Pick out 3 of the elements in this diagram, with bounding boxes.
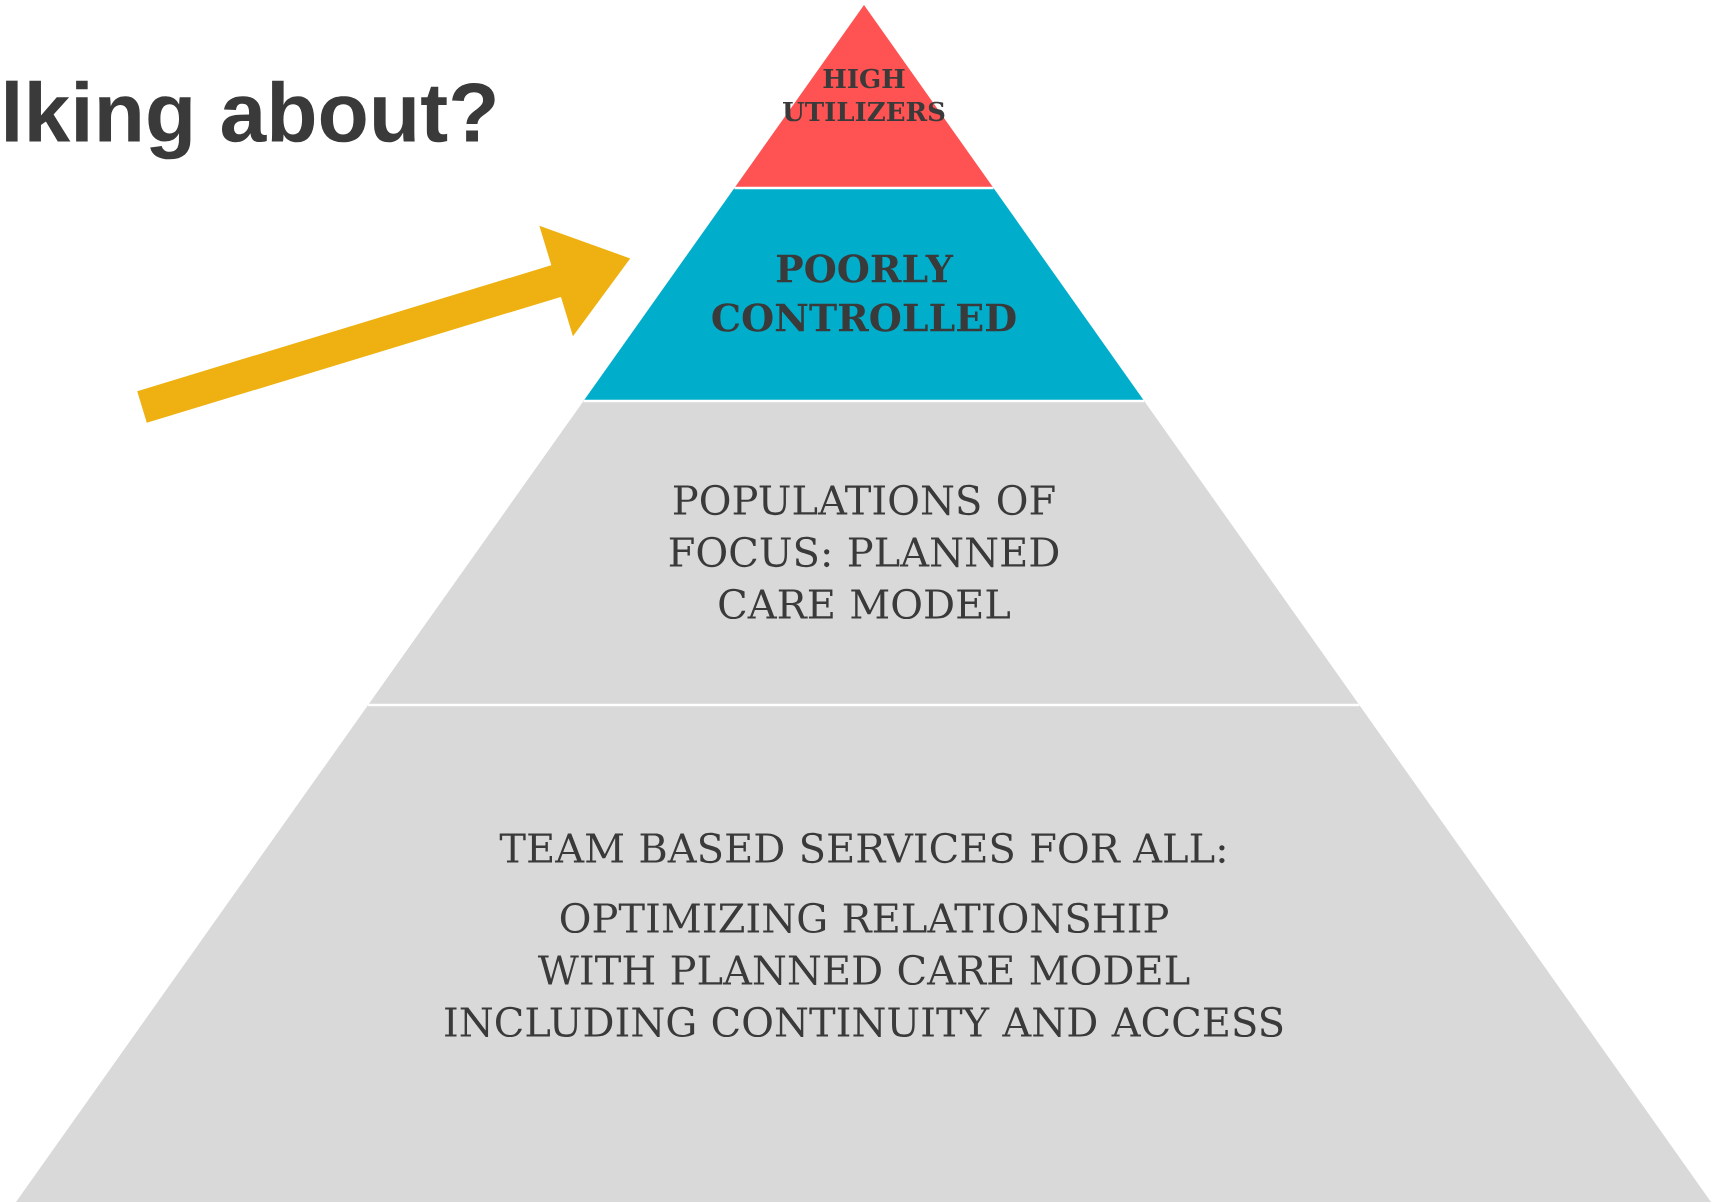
pyramid-level: POORLY CONTROLLED (583, 188, 1145, 401)
pyramid-level: POPULATIONS OF FOCUS: PLANNED CARE MODEL (368, 401, 1360, 705)
title: lking about? (6, 80, 495, 160)
